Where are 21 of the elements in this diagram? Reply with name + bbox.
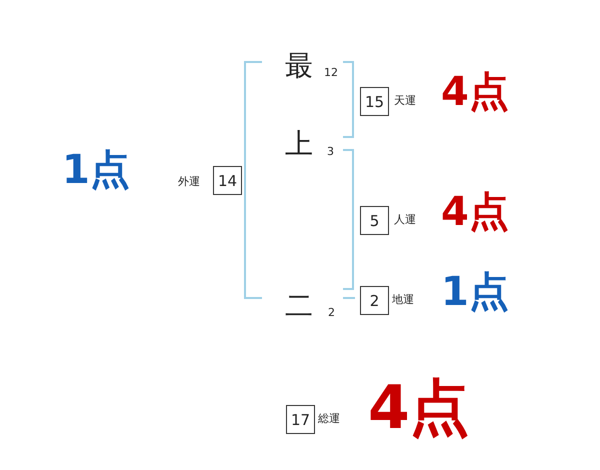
fortune-name: 外運 (178, 176, 200, 187)
stroke-total-box: 5 (360, 206, 389, 235)
stroke-total-box: 2 (360, 286, 389, 315)
score-text: 4点 (368, 378, 470, 438)
name-character: 上 (285, 130, 313, 158)
stroke-count: 3 (327, 146, 334, 157)
fortune-name: 天運 (394, 95, 416, 106)
fortune-name: 総運 (318, 413, 340, 424)
stroke-total-box: 14 (213, 166, 242, 195)
stroke-total-box: 17 (286, 405, 315, 434)
stroke-count: 12 (324, 67, 338, 78)
fortune-name: 地運 (392, 294, 414, 305)
score-text: 4点 (441, 72, 509, 112)
score-text: 1点 (441, 272, 509, 312)
score-text: 4点 (441, 192, 509, 232)
fortune-name: 人運 (394, 214, 416, 225)
name-character: 最 (285, 52, 313, 80)
stroke-count: 2 (328, 307, 335, 318)
stroke-total-box: 15 (360, 87, 389, 116)
name-character: 二 (285, 292, 313, 320)
score-text: 1点 (62, 150, 130, 190)
